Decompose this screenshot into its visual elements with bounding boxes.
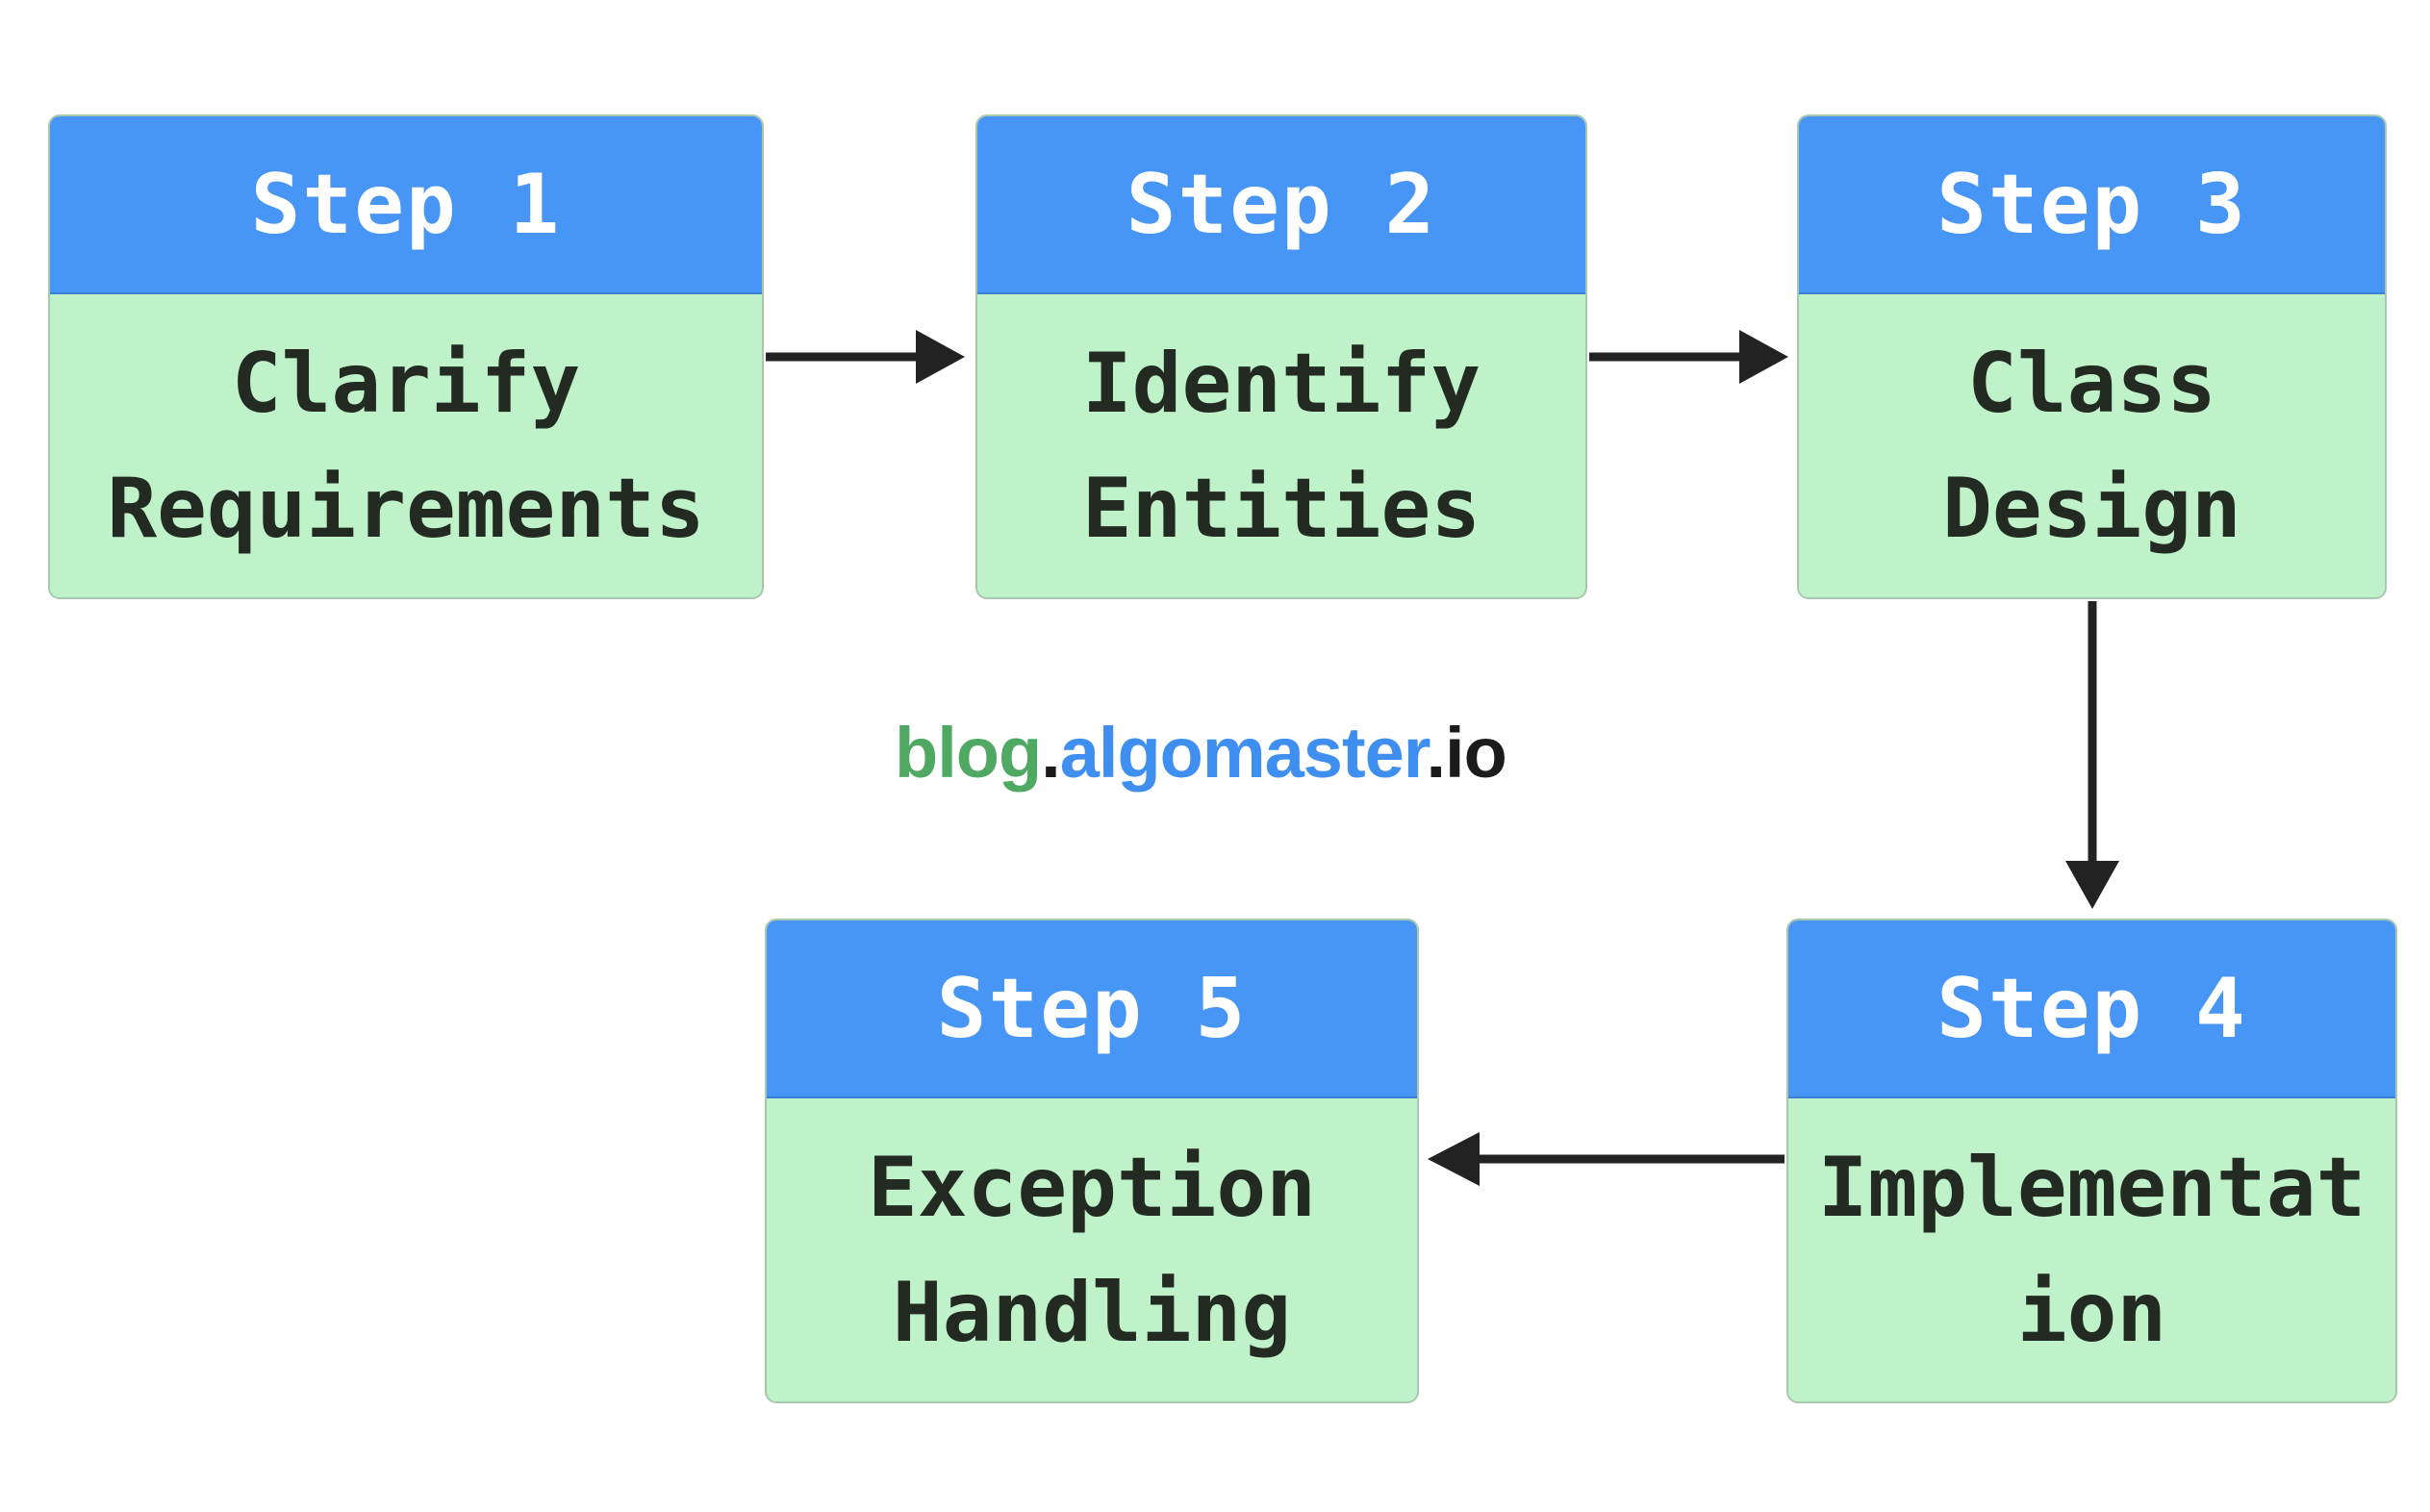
step-5-line-1: Exception [868,1139,1316,1236]
watermark-part-blog: blog [895,713,1042,793]
step-3-card: Step 3 Class Design [1797,114,2387,599]
step-4-header: Step 4 [1788,920,2395,1098]
step-1-line-2: Requirements [107,460,705,557]
step-5-header: Step 5 [767,920,1417,1098]
step-5-card: Step 5 Exception Handling [765,919,1419,1403]
step-3-line-1: Class [1967,335,2216,432]
step-1-body: Clarify Requirements [50,294,762,597]
arrowhead-step5 [1428,1132,1480,1186]
watermark-part-dot: . [1041,713,1061,793]
arrowhead-step3 [1739,330,1788,384]
step-1-card: Step 1 Clarify Requirements [48,114,764,599]
arrowhead-step2 [916,330,965,384]
watermark-logo: blog.algomaster.io [895,712,1507,794]
step-1-line-1: Clarify [231,335,581,432]
watermark-part-io: .io [1426,713,1506,793]
step-2-card: Step 2 Identify Entities [975,114,1587,599]
step-4-card: Step 4 Implementat ion [1786,919,2397,1403]
step-3-line-2: Design [1942,460,2241,557]
step-3-body: Class Design [1799,294,2385,597]
step-4-line-2: ion [2016,1264,2167,1361]
step-4-line-1: Implementat [1817,1139,2367,1236]
step-1-header: Step 1 [50,116,762,294]
step-3-header: Step 3 [1799,116,2385,294]
step-2-line-1: Identify [1081,335,1481,432]
step-2-line-2: Entities [1081,460,1481,557]
watermark-part-algomaster: algomaster [1059,713,1428,793]
step-5-line-2: Handling [892,1264,1292,1361]
step-2-header: Step 2 [977,116,1585,294]
arrowhead-step4 [2065,861,2119,909]
step-2-body: Identify Entities [977,294,1585,597]
step-4-body: Implementat ion [1788,1098,2395,1401]
step-5-body: Exception Handling [767,1098,1417,1401]
